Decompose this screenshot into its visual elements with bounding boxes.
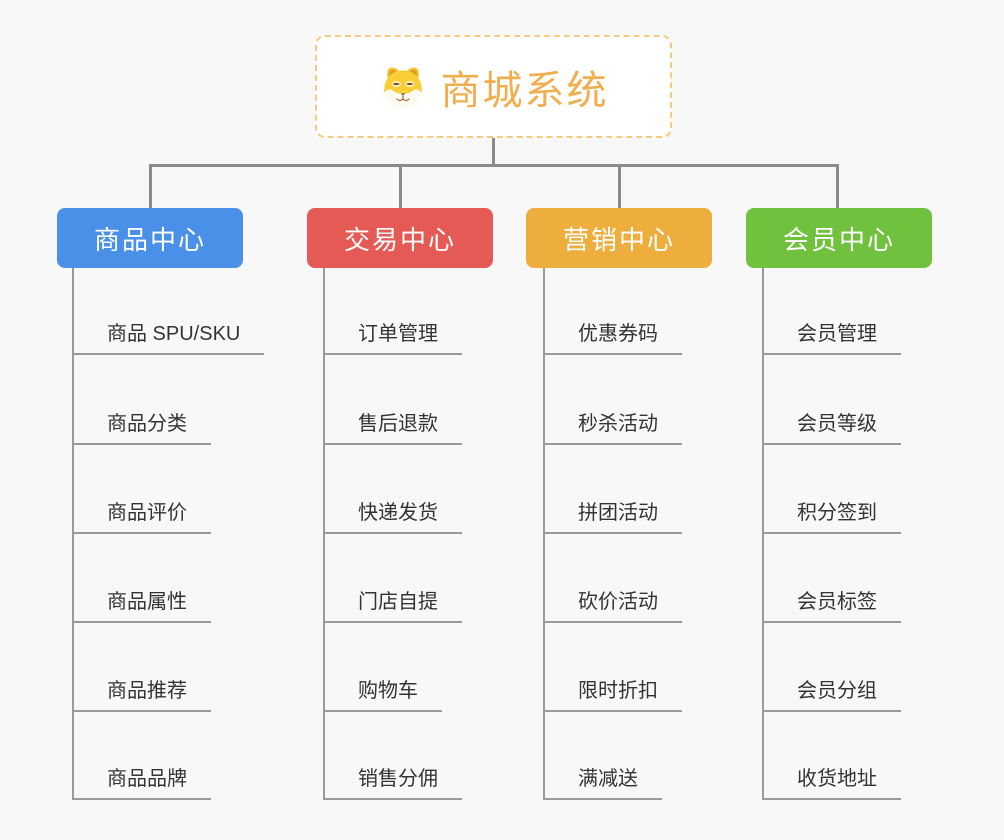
trunk-line bbox=[543, 268, 545, 800]
root-title: 商城系统 bbox=[440, 68, 609, 113]
connector-drop-member bbox=[836, 164, 839, 208]
connector-drop-product bbox=[149, 164, 152, 208]
trunk-line bbox=[72, 268, 74, 800]
leaf-item[interactable]: 购物车 bbox=[323, 676, 442, 712]
leaf-item[interactable]: 收货地址 bbox=[762, 764, 901, 800]
branch-node-member-center[interactable]: 会员中心 bbox=[746, 208, 932, 268]
leaf-item[interactable]: 秒杀活动 bbox=[543, 409, 682, 445]
leaf-item[interactable]: 销售分佣 bbox=[323, 764, 462, 800]
connector-bus bbox=[149, 164, 839, 167]
branch-label: 交易中心 bbox=[343, 224, 456, 255]
leaf-item[interactable]: 砍价活动 bbox=[543, 587, 682, 623]
connector-drop-trade bbox=[399, 164, 402, 208]
leaf-item[interactable]: 商品推荐 bbox=[72, 676, 211, 712]
leaf-item[interactable]: 会员管理 bbox=[762, 319, 901, 355]
leaf-item[interactable]: 商品评价 bbox=[72, 498, 211, 534]
dog-face-icon bbox=[383, 67, 422, 108]
branch-node-product-center[interactable]: 商品中心 bbox=[57, 208, 243, 268]
leaf-item[interactable]: 快递发货 bbox=[323, 498, 462, 534]
root-node-mall-system[interactable]: 商城系统 bbox=[315, 35, 672, 138]
trunk-line bbox=[323, 268, 325, 800]
leaf-item[interactable]: 门店自提 bbox=[323, 587, 462, 623]
trunk-line bbox=[762, 268, 764, 800]
leaf-item[interactable]: 商品 SPU/SKU bbox=[72, 319, 265, 355]
leaf-item[interactable]: 订单管理 bbox=[323, 319, 462, 355]
leaf-item[interactable]: 商品分类 bbox=[72, 409, 211, 445]
leaf-item[interactable]: 积分签到 bbox=[762, 498, 901, 534]
leaf-item[interactable]: 商品品牌 bbox=[72, 764, 211, 800]
leaf-item[interactable]: 会员标签 bbox=[762, 587, 901, 623]
leaf-item[interactable]: 会员等级 bbox=[762, 409, 901, 445]
leaf-item[interactable]: 商品属性 bbox=[72, 587, 211, 623]
leaf-item[interactable]: 售后退款 bbox=[323, 409, 462, 445]
leaf-item[interactable]: 满减送 bbox=[543, 764, 662, 800]
leaf-item[interactable]: 拼团活动 bbox=[543, 498, 682, 534]
connector-root-stub bbox=[492, 138, 495, 165]
branch-label: 会员中心 bbox=[782, 224, 895, 255]
branch-label: 营销中心 bbox=[562, 224, 675, 255]
branch-label: 商品中心 bbox=[93, 224, 206, 255]
branch-node-marketing-center[interactable]: 营销中心 bbox=[526, 208, 712, 268]
leaf-item[interactable]: 限时折扣 bbox=[543, 676, 682, 712]
leaf-item[interactable]: 优惠券码 bbox=[543, 319, 682, 355]
leaf-item[interactable]: 会员分组 bbox=[762, 676, 901, 712]
connector-drop-marketing bbox=[618, 164, 621, 208]
branch-node-trade-center[interactable]: 交易中心 bbox=[307, 208, 493, 268]
